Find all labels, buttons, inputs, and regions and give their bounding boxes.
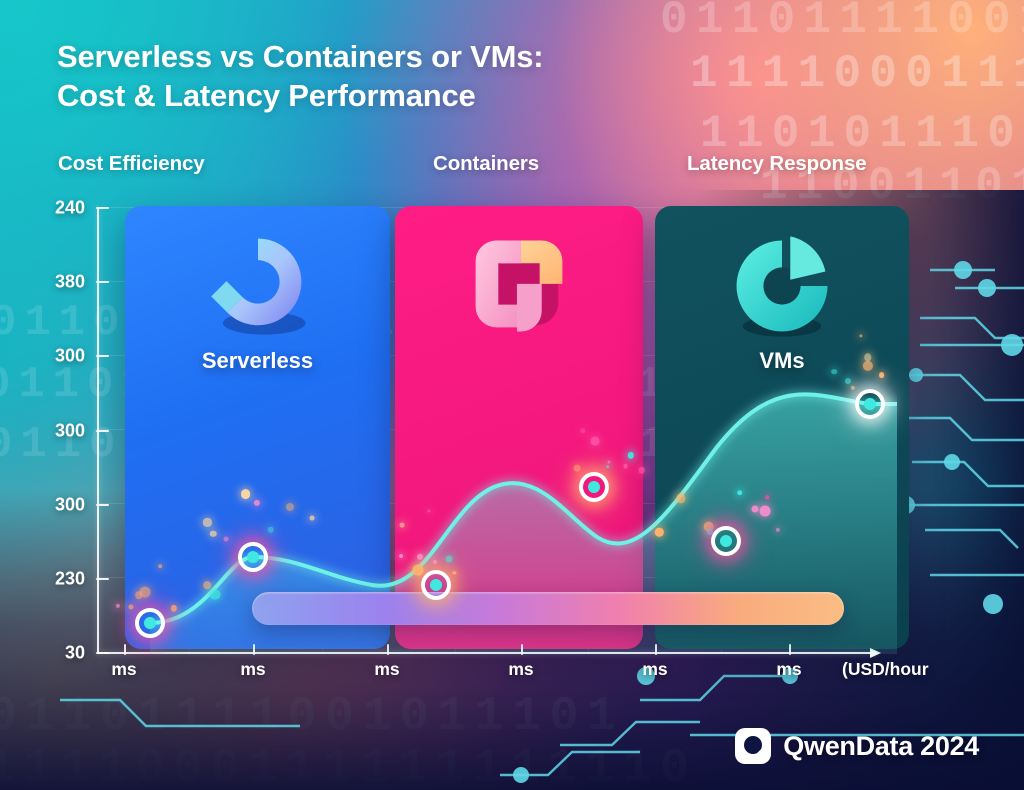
y-axis-tick-labels: 240 380 300 300 300 230 30: [9, 198, 85, 663]
data-point-marker[interactable]: [854, 388, 885, 419]
y-tick-mark: [96, 503, 109, 506]
y-tick-label: 300: [54, 345, 85, 366]
y-tick-mark: [96, 652, 109, 654]
y-tick-mark: [96, 429, 109, 432]
x-tick-mark: [387, 644, 389, 655]
gradient-progress-bar[interactable]: [252, 592, 844, 625]
x-tick-mark: [655, 644, 657, 655]
marker-core: [430, 578, 443, 591]
marker-core: [143, 616, 156, 629]
title-line-1: Serverless vs Containers or VMs:: [57, 39, 544, 74]
brand-name: QwenData 2024: [783, 730, 979, 761]
x-tick-mark: [521, 644, 523, 655]
cloud-donut-3d-icon: [210, 238, 306, 335]
title-line-2: Cost & Latency Performance: [57, 78, 476, 114]
y-tick-label: 300: [54, 420, 85, 440]
y-tick-mark: [96, 355, 109, 358]
data-point-marker[interactable]: [134, 607, 165, 638]
y-tick-label: 380: [54, 271, 85, 292]
container-link-3d-icon: [475, 240, 563, 332]
x-axis-tick-labels: ms ms ms ms ms ms (USD/hour: [97, 659, 928, 689]
qwen-q-logo-icon: [735, 728, 772, 764]
panel-vms[interactable]: VMs: [655, 206, 909, 649]
y-tick-label: 300: [54, 494, 85, 515]
data-point-marker[interactable]: [421, 569, 452, 600]
marker-core: [587, 480, 600, 493]
brand-footer: QwenData 2024: [735, 728, 979, 764]
x-tick-label: ms: [111, 659, 137, 679]
x-tick-label: ms: [240, 659, 266, 679]
section-label-row: Cost Efficiency Containers Latency Respo…: [0, 152, 1024, 184]
x-tick-label: ms: [374, 659, 400, 679]
y-tick-mark: [96, 577, 109, 580]
panel-label-vms: VMs: [759, 348, 805, 373]
x-axis-unit-label: (USD/hour: [842, 659, 929, 679]
x-tick-mark: [253, 644, 255, 655]
x-tick-mark: [124, 644, 126, 655]
section-label-cost-efficiency: Cost Efficiency: [58, 152, 205, 175]
y-tick-label: 30: [64, 642, 85, 663]
panel-serverless[interactable]: Serverless: [125, 206, 390, 649]
x-tick-mark: [789, 644, 791, 655]
x-tick-label: ms: [642, 659, 668, 679]
data-point-marker[interactable]: [710, 525, 741, 556]
section-label-containers: Containers: [433, 152, 540, 175]
x-axis: [97, 652, 877, 654]
section-label-latency-response: Latency Response: [687, 152, 867, 175]
pie-donut-3d-icon: [736, 236, 828, 337]
chart-plot-area: Serverless: [55, 198, 929, 680]
marker-core: [863, 397, 876, 410]
page-title: Serverless vs Containers or VMs: Cost & …: [57, 37, 544, 115]
x-axis-arrow-icon: [870, 648, 881, 658]
y-tick-mark: [96, 281, 109, 284]
y-tick-mark: [96, 207, 109, 209]
x-tick-label: ms: [776, 659, 802, 679]
data-point-marker[interactable]: [238, 542, 268, 572]
data-point-marker[interactable]: [578, 471, 609, 502]
y-tick-label: 240: [54, 197, 85, 218]
y-tick-label: 230: [54, 568, 85, 589]
x-tick-label: ms: [508, 659, 534, 679]
marker-core: [719, 534, 732, 547]
panel-label-serverless: Serverless: [201, 348, 314, 373]
sparkle-dot: [115, 603, 121, 608]
marker-core: [247, 551, 259, 563]
